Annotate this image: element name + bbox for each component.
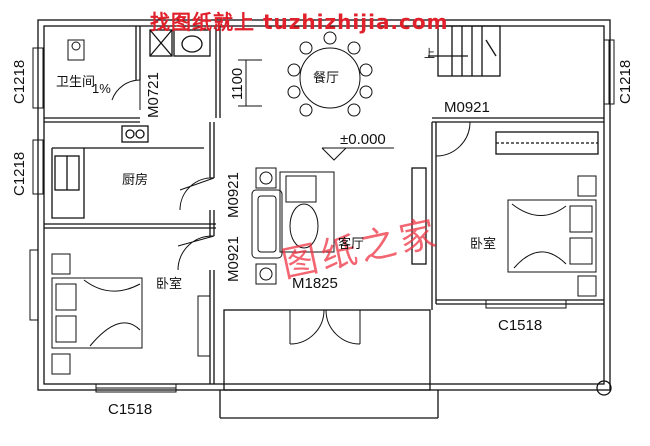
window-label-c1518-right: C1518 (498, 317, 543, 334)
window-label-c1218-a: C1218 (11, 59, 28, 104)
dimension-1100-label: 1100 (229, 67, 246, 100)
window-label-c1518-left: C1518 (108, 401, 153, 418)
room-bathroom-label: 卫生间 (56, 75, 96, 90)
slope-label: 1% (92, 81, 111, 96)
watermark-top: 找图纸就上 tuzhizhijia.com (150, 10, 449, 34)
stair-up-label: 上 (424, 47, 435, 60)
door-label-m0721: M0721 (145, 72, 162, 118)
room-bedroom-left-label: 卧室 (156, 277, 183, 292)
toilet-fixture (67, 39, 85, 61)
doors (111, 79, 471, 345)
bed-left (51, 253, 211, 375)
sofa-set (251, 167, 335, 285)
elevation-label: ±0.000 (340, 131, 386, 148)
exterior-walls (37, 19, 612, 419)
door-label-m0921-kitchen: M0921 (225, 172, 242, 218)
room-bedroom-right-label: 卧室 (470, 237, 497, 252)
room-kitchen-label: 厨房 (122, 173, 149, 188)
dining-table (287, 31, 373, 117)
elevation-marker (321, 147, 394, 161)
windows (29, 39, 615, 393)
door-label-m0921-bed: M0921 (225, 236, 242, 282)
door-label-m0921-top: M0921 (444, 99, 490, 116)
bed-right (507, 175, 597, 297)
column-marker (596, 380, 612, 396)
door-label-m1825: M1825 (292, 275, 338, 292)
window-label-c1218-right: C1218 (617, 59, 634, 104)
room-dining-label: 餐厅 (313, 71, 340, 86)
room-living-label: 客厅 (338, 237, 365, 252)
dimension-1100 (238, 59, 262, 107)
window-label-c1218-b: C1218 (11, 151, 28, 196)
